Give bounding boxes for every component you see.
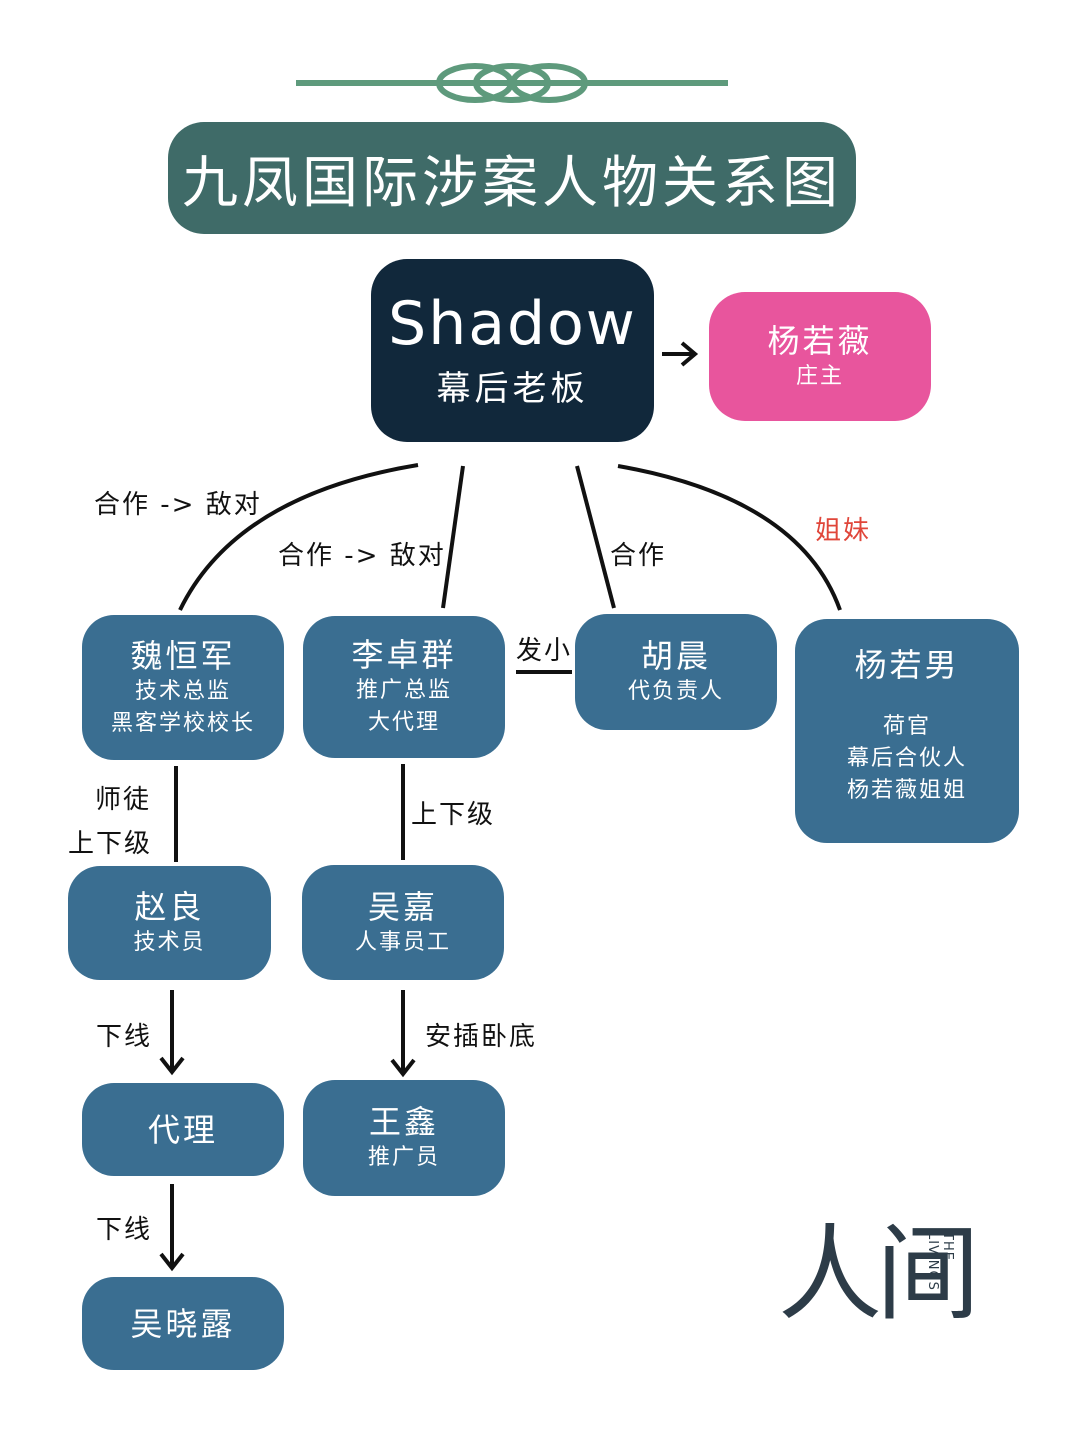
node-role: 幕后老板 (436, 368, 589, 409)
node-role: 大代理 (367, 710, 440, 735)
logo-main: 人间 (778, 1213, 980, 1335)
node-li-zhuoqun: 李卓群 推广总监 大代理 (303, 616, 505, 758)
edge-label-sisters: 姐妹 (815, 516, 872, 546)
node-name: 代理 (147, 1110, 218, 1149)
edge-label-hu: 合作 (610, 541, 667, 571)
edge-shadow-li (441, 465, 465, 609)
edge-label-downline-1: 下线 (96, 1022, 153, 1052)
edge-label-superior-li: 上下级 (411, 800, 496, 830)
node-role: 杨若薇姐姐 (846, 778, 967, 803)
node-name: 杨若薇 (767, 321, 873, 360)
edge-shadow-wei (178, 463, 419, 611)
node-role: 代负责人 (627, 679, 724, 704)
edge-label-li: 合作 -> 敌对 (278, 541, 446, 571)
node-hu-chen: 胡晨 代负责人 (575, 614, 777, 730)
node-role: 庄主 (795, 363, 844, 389)
node-name: 李卓群 (351, 636, 457, 674)
node-name: 赵良 (134, 888, 205, 926)
arrow-to-ruowei (662, 341, 699, 367)
edge-shadow-hu (575, 465, 616, 609)
edge-label-downline-2: 下线 (96, 1215, 153, 1245)
node-name: 王鑫 (368, 1103, 439, 1141)
arrow-wujia-wangxin (390, 990, 416, 1078)
ornament-icon (296, 63, 728, 103)
edge-label-mole: 安插卧底 (425, 1022, 538, 1052)
node-name: 杨若男 (854, 646, 960, 684)
logo-side: THE LIVINGS (925, 1232, 955, 1291)
edge-label-wei: 合作 -> 敌对 (94, 490, 262, 520)
node-role: 荷官 (882, 714, 931, 739)
arrow-agent-wuxiaolu (159, 1184, 185, 1272)
node-role: 技术总监 (134, 678, 231, 704)
node-yang-ruonan: 杨若男 荷官 幕后合伙人 杨若薇姐姐 (795, 619, 1019, 843)
page-title: 九凤国际涉案人物关系图 (168, 122, 856, 234)
node-name: 吴晓露 (130, 1304, 236, 1343)
edge-label-childhood: 发小 (516, 636, 573, 666)
node-name: 吴嘉 (367, 887, 438, 926)
node-yang-ruowei: 杨若薇 庄主 (709, 292, 931, 421)
edge-label-mentor: 师徒 (95, 785, 152, 815)
node-agent: 代理 (82, 1083, 284, 1176)
node-wei-hengjun: 魏恒军 技术总监 黑客学校校长 (82, 615, 284, 760)
node-role: 人事员工 (354, 929, 451, 955)
arrow-zhao-agent (159, 990, 185, 1076)
node-zhao-liang: 赵良 技术员 (68, 866, 271, 980)
edge-label-superior-wei: 上下级 (68, 829, 153, 859)
node-wu-jia: 吴嘉 人事员工 (302, 865, 504, 980)
node-name: Shadow (388, 288, 637, 359)
node-wu-xiaolu: 吴晓露 (82, 1277, 284, 1370)
node-role: 幕后合伙人 (846, 746, 967, 771)
node-shadow: Shadow 幕后老板 (371, 259, 654, 442)
edge-shadow-ruonan (617, 464, 842, 611)
node-role: 推广员 (367, 1145, 440, 1170)
node-name: 胡晨 (640, 637, 711, 675)
node-role: 技术员 (133, 930, 206, 955)
node-role: 黑客学校校长 (110, 710, 255, 736)
node-wang-xin: 王鑫 推广员 (303, 1080, 505, 1196)
node-role: 推广总监 (355, 678, 452, 703)
node-name: 魏恒军 (130, 636, 236, 675)
